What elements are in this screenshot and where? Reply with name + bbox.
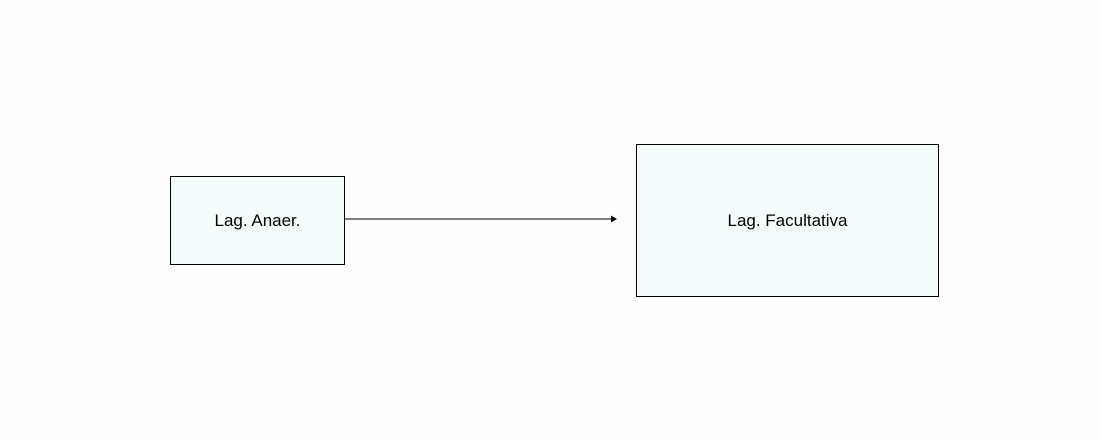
node-lag-anaer: Lag. Anaer.	[170, 176, 345, 265]
node-label: Lag. Facultativa	[727, 210, 848, 230]
node-lag-facultativa: Lag. Facultativa	[636, 144, 939, 297]
node-label: Lag. Anaer.	[214, 210, 301, 230]
arrowhead-icon	[611, 215, 617, 223]
